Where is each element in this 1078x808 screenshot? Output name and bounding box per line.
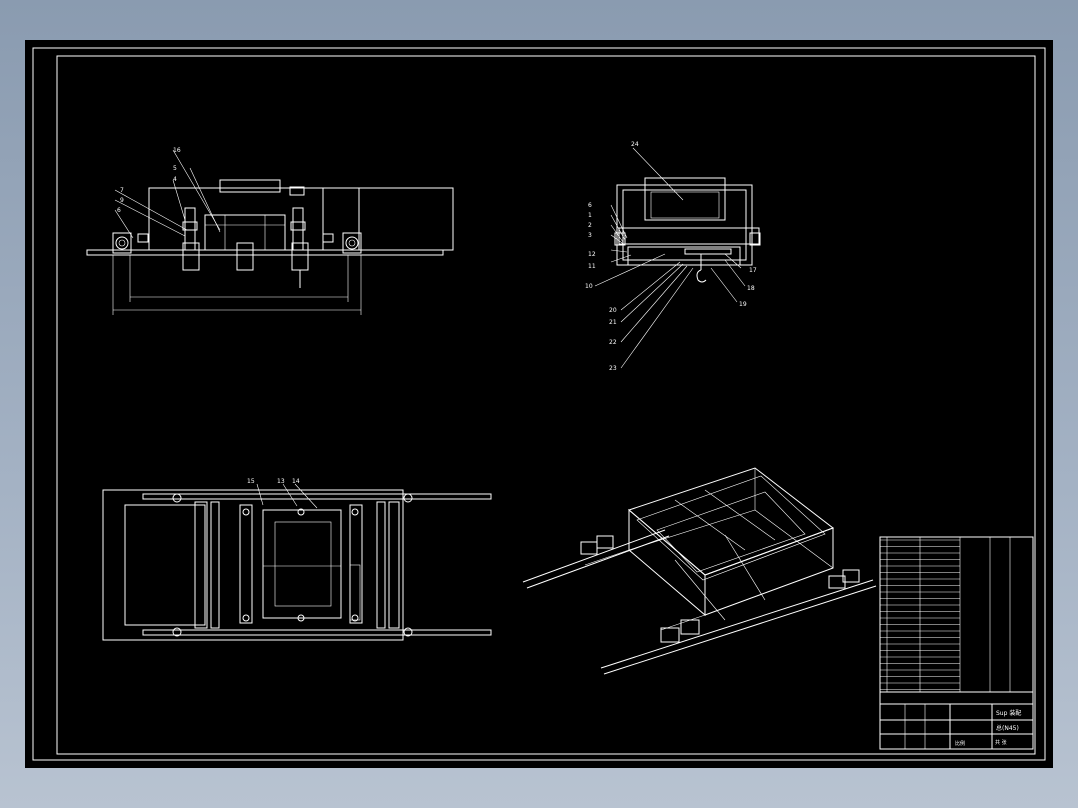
front-balloon-7: 7 <box>120 187 124 194</box>
side-balloon-1: 1 <box>588 212 592 219</box>
side-balloon-20: 20 <box>609 307 617 314</box>
inner-frame <box>56 55 1036 755</box>
side-balloon-21: 21 <box>609 319 617 326</box>
top-view: 15 13 14 <box>102 478 492 641</box>
sheet-label: 共 张 <box>995 739 1007 746</box>
side-balloon-12: 12 <box>588 251 596 258</box>
side-balloon-10: 10 <box>585 283 593 290</box>
front-view: 16 5 4 7 9 6 <box>86 147 454 315</box>
top-balloon-15: 15 <box>247 478 255 485</box>
side-balloon-2: 2 <box>588 222 592 229</box>
front-balloon-5: 5 <box>173 165 177 172</box>
front-balloon-4: 4 <box>173 176 177 183</box>
top-balloon-14: 14 <box>292 478 300 485</box>
side-balloon-23: 23 <box>609 365 617 372</box>
side-view: 24 6 1 2 3 12 11 10 20 21 22 23 17 18 19 <box>585 141 761 372</box>
top-balloon-13: 13 <box>277 478 285 485</box>
front-balloon-6: 6 <box>117 207 121 214</box>
side-balloon-11: 11 <box>588 263 596 270</box>
drawing-number: 总(N45) <box>996 724 1019 732</box>
front-balloon-9: 9 <box>120 197 124 204</box>
side-balloon-22: 22 <box>609 339 617 346</box>
cad-drawing: 16 5 4 7 9 6 24 6 1 2 <box>32 47 1046 761</box>
front-balloon-16: 16 <box>173 147 181 154</box>
side-balloon-6: 6 <box>588 202 592 209</box>
bom-table <box>880 537 1011 692</box>
side-balloon-3: 3 <box>588 232 592 239</box>
outer-frame <box>32 47 1046 761</box>
scale-label: 比例 <box>955 740 965 747</box>
isometric-view <box>522 467 877 675</box>
side-balloon-17: 17 <box>749 267 757 274</box>
title-block: Sup 装配 总(N45) 比例 共 张 <box>879 536 1034 750</box>
side-balloon-19: 19 <box>739 301 747 308</box>
side-balloon-24: 24 <box>631 141 639 148</box>
side-balloon-18: 18 <box>747 285 755 292</box>
drawing-sheet: 16 5 4 7 9 6 24 6 1 2 <box>25 40 1053 768</box>
drawing-title: Sup 装配 <box>996 709 1021 717</box>
